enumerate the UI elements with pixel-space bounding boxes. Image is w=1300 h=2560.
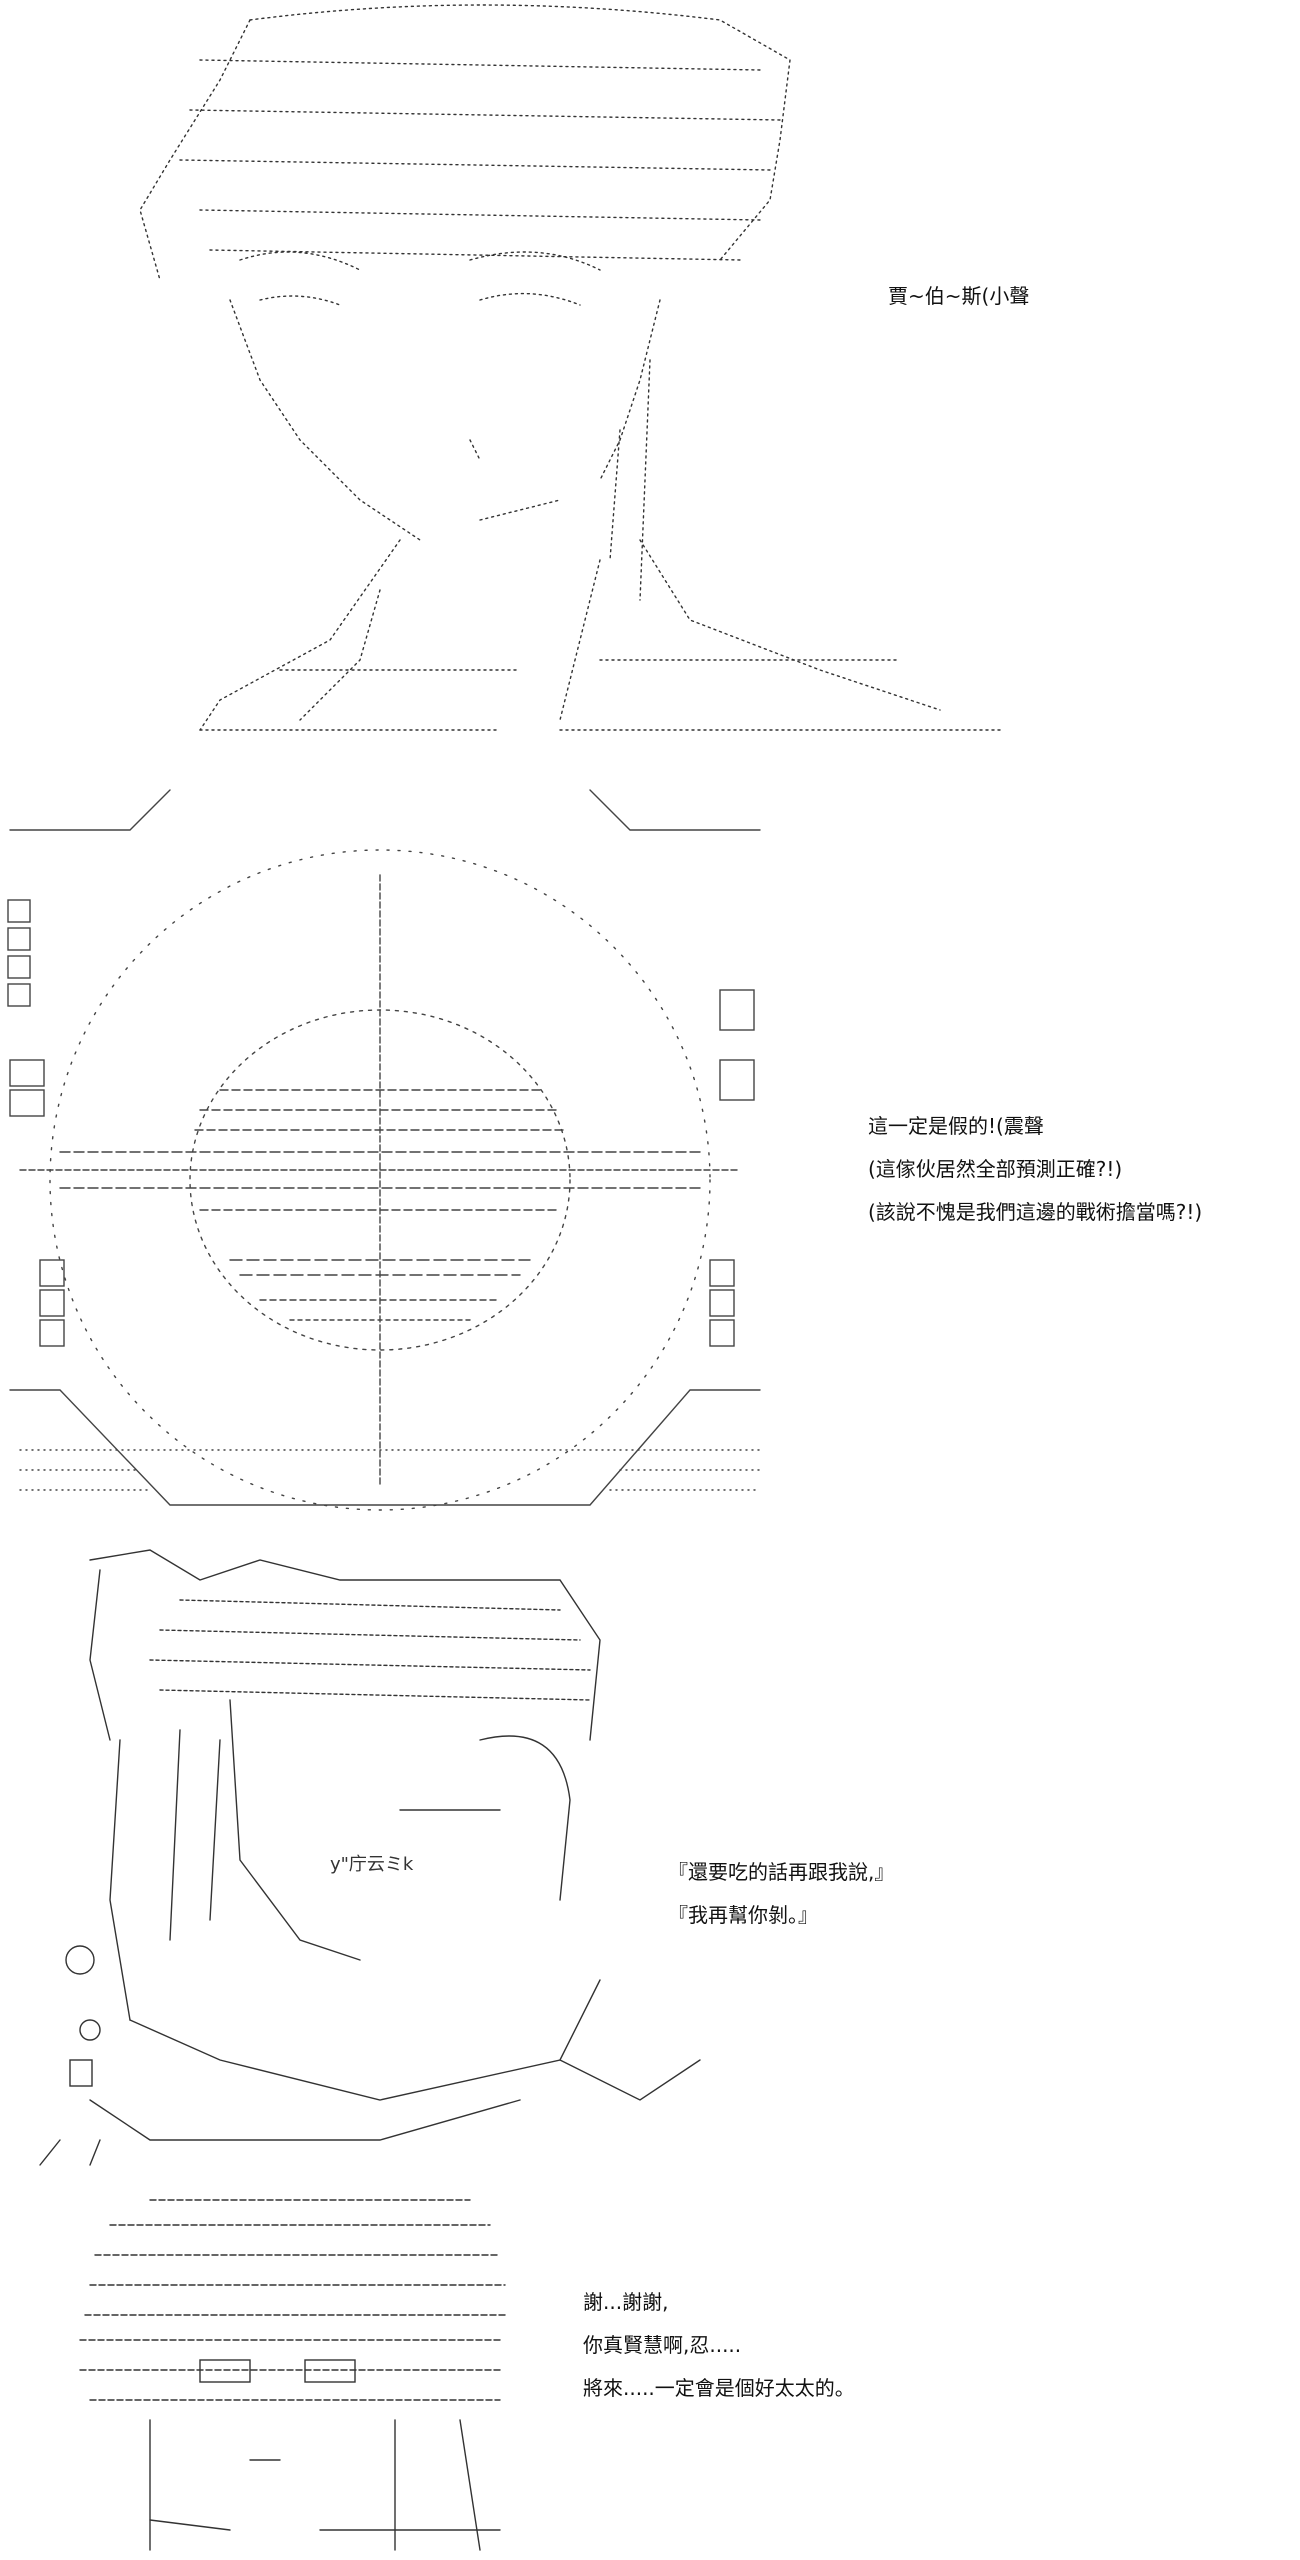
dialogue-line-3: (該說不愧是我們這邊的戰術擔當嗎?!): [868, 1200, 1203, 1224]
dialogue-line-1: 這一定是假的!(震聲: [868, 1114, 1044, 1138]
reply-line-art: [79, 2199, 506, 2551]
character-line-art: y"庁云ミk: [39, 1549, 701, 2166]
sign-text: y"庁云ミk: [330, 1854, 414, 1875]
dialogue-line-2: (這傢伙居然全部預測正確?!): [868, 1157, 1123, 1181]
shock-dialogue: 這一定是假的!(震聲 (這傢伙居然全部預測正確?!) (該說不愧是我們這邊的戰術…: [868, 1112, 1202, 1241]
panel-2-hud: 這一定是假的!(震聲 (這傢伙居然全部預測正確?!) (該說不愧是我們這邊的戰術…: [0, 760, 1300, 1520]
whisper-caption: 賈~伯~斯(小聲: [888, 282, 1029, 325]
dialogue-line-1: 謝...謝謝,: [583, 2290, 669, 2314]
dialogue-line-3: 將來.....一定會是個好太太的。: [583, 2376, 855, 2400]
panel-4-reply: 謝...謝謝, 你真賢慧啊,忍..... 將來.....一定會是個好太太的。: [0, 2180, 1300, 2560]
face-line-art: [139, 4, 1001, 731]
dialogue-line-2: 『我再幫你剝。』: [668, 1903, 818, 1927]
dialogue-line-1: 『還要吃的話再跟我說,』: [668, 1860, 895, 1884]
panel-1-face: 賈~伯~斯(小聲: [0, 0, 1300, 800]
dialogue-line-2: 你真賢慧啊,忍.....: [583, 2333, 742, 2357]
hud-line-art: [7, 789, 761, 1511]
caption-text: 賈~伯~斯(小聲: [888, 284, 1030, 308]
reply-dialogue: 謝...謝謝, 你真賢慧啊,忍..... 將來.....一定會是個好太太的。: [583, 2288, 855, 2417]
offer-dialogue: 『還要吃的話再跟我說,』 『我再幫你剝。』: [668, 1858, 894, 1944]
panel-3-character: y"庁云ミk 『還要吃的話再跟我說,』 『我再幫你剝。』: [0, 1540, 1300, 2170]
